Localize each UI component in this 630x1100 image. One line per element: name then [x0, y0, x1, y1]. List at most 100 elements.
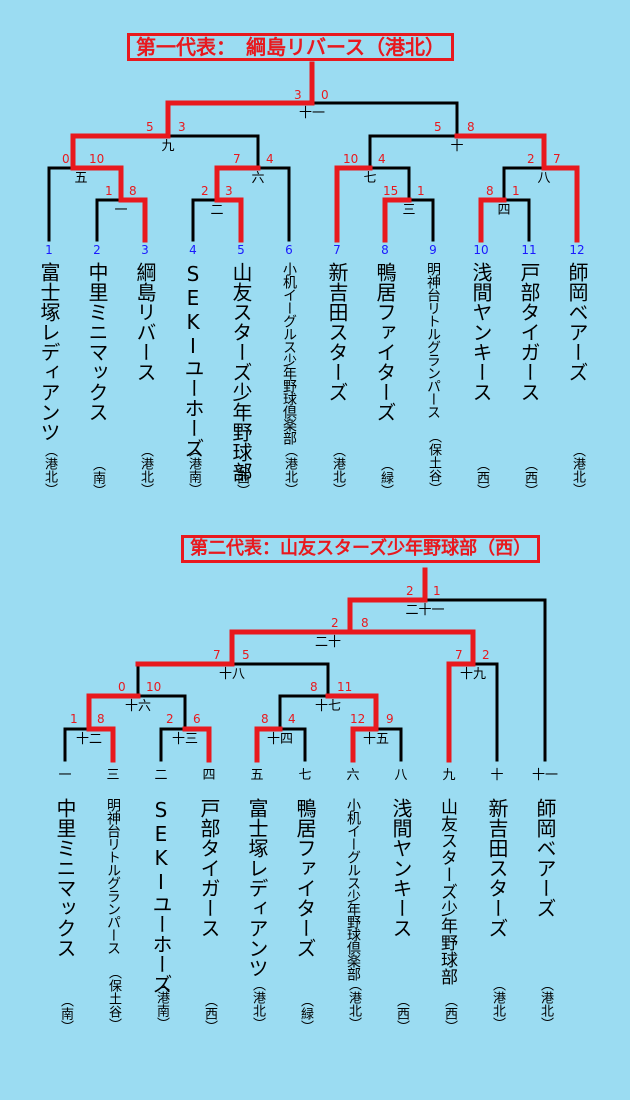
game-label: 二十 — [314, 635, 342, 650]
seed-number: 9 — [429, 243, 437, 257]
score: 1 — [512, 184, 520, 198]
seed-number: 10 — [473, 243, 489, 257]
seed-game-label: 九 — [442, 768, 456, 783]
seed-game-label: 七 — [298, 768, 312, 783]
game-label: 十八 — [218, 667, 246, 682]
game-label: 十五 — [362, 732, 390, 747]
game-label: 十七 — [314, 699, 342, 714]
game-label: 五 — [74, 171, 88, 186]
score: 8 — [129, 184, 137, 198]
seed-game-label: 二 — [154, 768, 168, 783]
team-region: （保土谷） — [426, 430, 441, 495]
team-region: （港南） — [186, 444, 201, 496]
score: 0 — [62, 152, 70, 166]
seed-game-label: 八 — [394, 768, 408, 783]
score: 1 — [417, 184, 425, 198]
score: 2 — [482, 648, 490, 662]
seed-number: 11 — [521, 243, 537, 257]
team-name: 明神台リトルグランパース — [105, 798, 121, 954]
seed-game-label: 三 — [106, 768, 120, 783]
score: 1 — [433, 584, 441, 598]
seed-number: 3 — [141, 243, 149, 257]
team-name: 小机イーグルス少年野球倶楽部 — [345, 798, 361, 980]
seed-game-label: 十一 — [531, 768, 559, 783]
top-bracket-red-lines — [70, 61, 580, 243]
seed-game-label: 六 — [346, 768, 360, 783]
game-label: 十一 — [298, 106, 326, 121]
score: 2 — [331, 616, 339, 630]
game-label: 二十一 — [405, 603, 445, 618]
game-label: 十 — [450, 139, 464, 154]
score: 0 — [118, 680, 126, 694]
team-region: （港北） — [570, 444, 585, 496]
score: 6 — [193, 712, 201, 726]
seed-game-label: 五 — [250, 768, 264, 783]
score: 4 — [266, 152, 274, 166]
score: 10 — [89, 152, 105, 166]
score: 10 — [343, 152, 359, 166]
seed-game-label: 一 — [58, 768, 72, 783]
score: 5 — [242, 648, 250, 662]
team-name: 鴨居ファイターズ — [293, 798, 317, 958]
game-label: 十四 — [266, 732, 294, 747]
team-region: （西） — [202, 994, 217, 1033]
team-region: （港北） — [282, 444, 297, 496]
score: 8 — [310, 680, 318, 694]
team-name: 新吉田スターズ — [325, 262, 349, 402]
game-label: 十九 — [459, 667, 487, 682]
team-name: 山友スターズ少年野球部 — [437, 798, 457, 985]
team-region: （南） — [90, 458, 105, 497]
team-name: SEKIユーホーズ — [181, 262, 205, 458]
game-label: 八 — [537, 171, 551, 186]
game-label: 七 — [363, 171, 377, 186]
game-label: 四 — [497, 203, 511, 218]
bottom-bracket-title: 第二代表：山友スターズ少年野球部（西） — [181, 535, 541, 563]
team-name: 師岡ベアーズ — [565, 262, 589, 382]
seed-number: 1 — [45, 243, 53, 257]
team-region: （西） — [234, 458, 249, 497]
team-region: （西） — [394, 994, 409, 1033]
team-region: （港北） — [538, 978, 553, 1030]
score: 7 — [553, 152, 561, 166]
seed-number: 4 — [189, 243, 197, 257]
score: 5 — [434, 120, 442, 134]
score: 2 — [527, 152, 535, 166]
game-label: 六 — [251, 171, 265, 186]
score: 8 — [97, 712, 105, 726]
seed-number: 7 — [333, 243, 341, 257]
team-name: 小机イーグルス少年野球倶楽部 — [281, 262, 297, 444]
team-region: （西） — [522, 458, 537, 497]
team-name: 新吉田スターズ — [485, 798, 509, 938]
team-region: （西） — [474, 458, 489, 497]
team-name: 鴨居ファイターズ — [373, 262, 397, 422]
seed-number: 6 — [285, 243, 293, 257]
score: 5 — [146, 120, 154, 134]
game-label: 十六 — [124, 699, 152, 714]
score: 8 — [486, 184, 494, 198]
team-region: （港北） — [330, 444, 345, 496]
score: 4 — [288, 712, 296, 726]
score: 7 — [455, 648, 463, 662]
team-name: 綱島リバース — [133, 262, 157, 382]
team-name: SEKIユーホーズ — [149, 798, 173, 994]
score: 7 — [213, 648, 221, 662]
game-label: 一 — [114, 203, 128, 218]
team-region: （港南） — [154, 978, 169, 1030]
score: 2 — [166, 712, 174, 726]
score: 10 — [146, 680, 162, 694]
score: 9 — [386, 712, 394, 726]
team-name: 富士塚レディアンツ — [245, 798, 269, 978]
team-name: 師岡ベアーズ — [533, 798, 557, 918]
bottom-bracket-red-lines — [86, 567, 476, 763]
team-region: （港北） — [250, 978, 265, 1030]
team-name: 戸部タイガース — [517, 262, 541, 402]
seed-number: 5 — [237, 243, 245, 257]
score: 11 — [337, 680, 353, 694]
score: 2 — [406, 584, 414, 598]
score: 4 — [378, 152, 386, 166]
seed-number: 12 — [569, 243, 585, 257]
team-region: （南） — [58, 994, 73, 1033]
score: 3 — [178, 120, 186, 134]
team-region: （保土谷） — [106, 966, 121, 1031]
